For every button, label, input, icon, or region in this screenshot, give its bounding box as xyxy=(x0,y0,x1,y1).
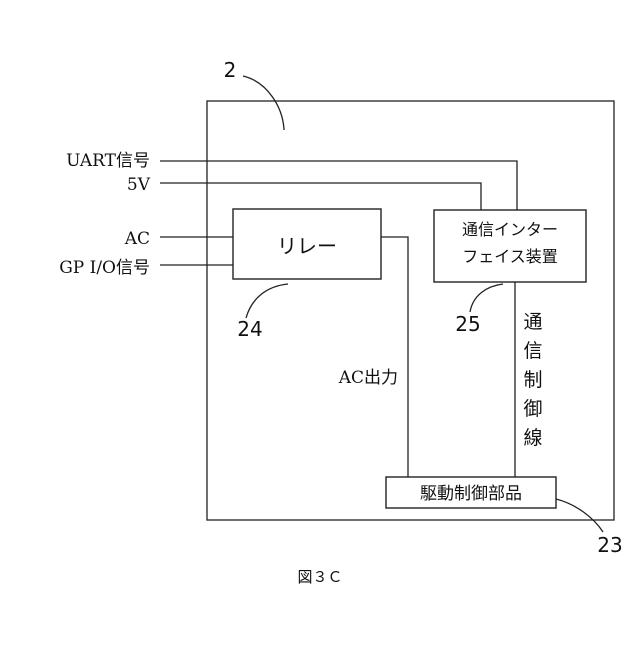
five-v-line xyxy=(160,183,481,210)
comm-control-line-char: 線 xyxy=(523,427,542,449)
ref-drive-control-leader xyxy=(556,499,603,532)
ac-output-label: AC出力 xyxy=(338,368,398,388)
uart-signal-label: UART信号 xyxy=(66,151,150,171)
figure-caption: 図３Ｃ xyxy=(297,568,342,586)
comm-control-line-char: 信 xyxy=(523,340,542,362)
ref-relay: 24 xyxy=(237,317,262,341)
comm-control-line-char: 通 xyxy=(523,311,542,333)
gpio-signal-label: GP I/O信号 xyxy=(59,258,150,278)
comm-control-line-char: 御 xyxy=(523,398,542,420)
relay-label: リレー xyxy=(277,234,337,258)
uart-signal-line xyxy=(160,161,517,210)
five-v-label: 5V xyxy=(127,175,151,195)
ac-output-line xyxy=(381,237,408,477)
comm-interface-label-line2: フェイス装置 xyxy=(462,247,558,266)
device-enclosure xyxy=(207,101,614,520)
ref-device-leader xyxy=(243,76,284,130)
ref-comm-interface-leader xyxy=(470,284,503,312)
comm-control-line-label: 通信制御線 xyxy=(523,311,542,449)
ref-comm-interface: 25 xyxy=(455,312,480,336)
ac-label: AC xyxy=(124,229,150,249)
drive-control-label: 駆動制御部品 xyxy=(420,484,522,504)
comm-interface-label-line1: 通信インター xyxy=(462,220,558,239)
ref-device: 2 xyxy=(224,58,237,82)
ref-drive-control: 23 xyxy=(597,533,622,557)
ref-relay-leader xyxy=(246,284,288,318)
comm-control-line-char: 制 xyxy=(523,369,542,391)
